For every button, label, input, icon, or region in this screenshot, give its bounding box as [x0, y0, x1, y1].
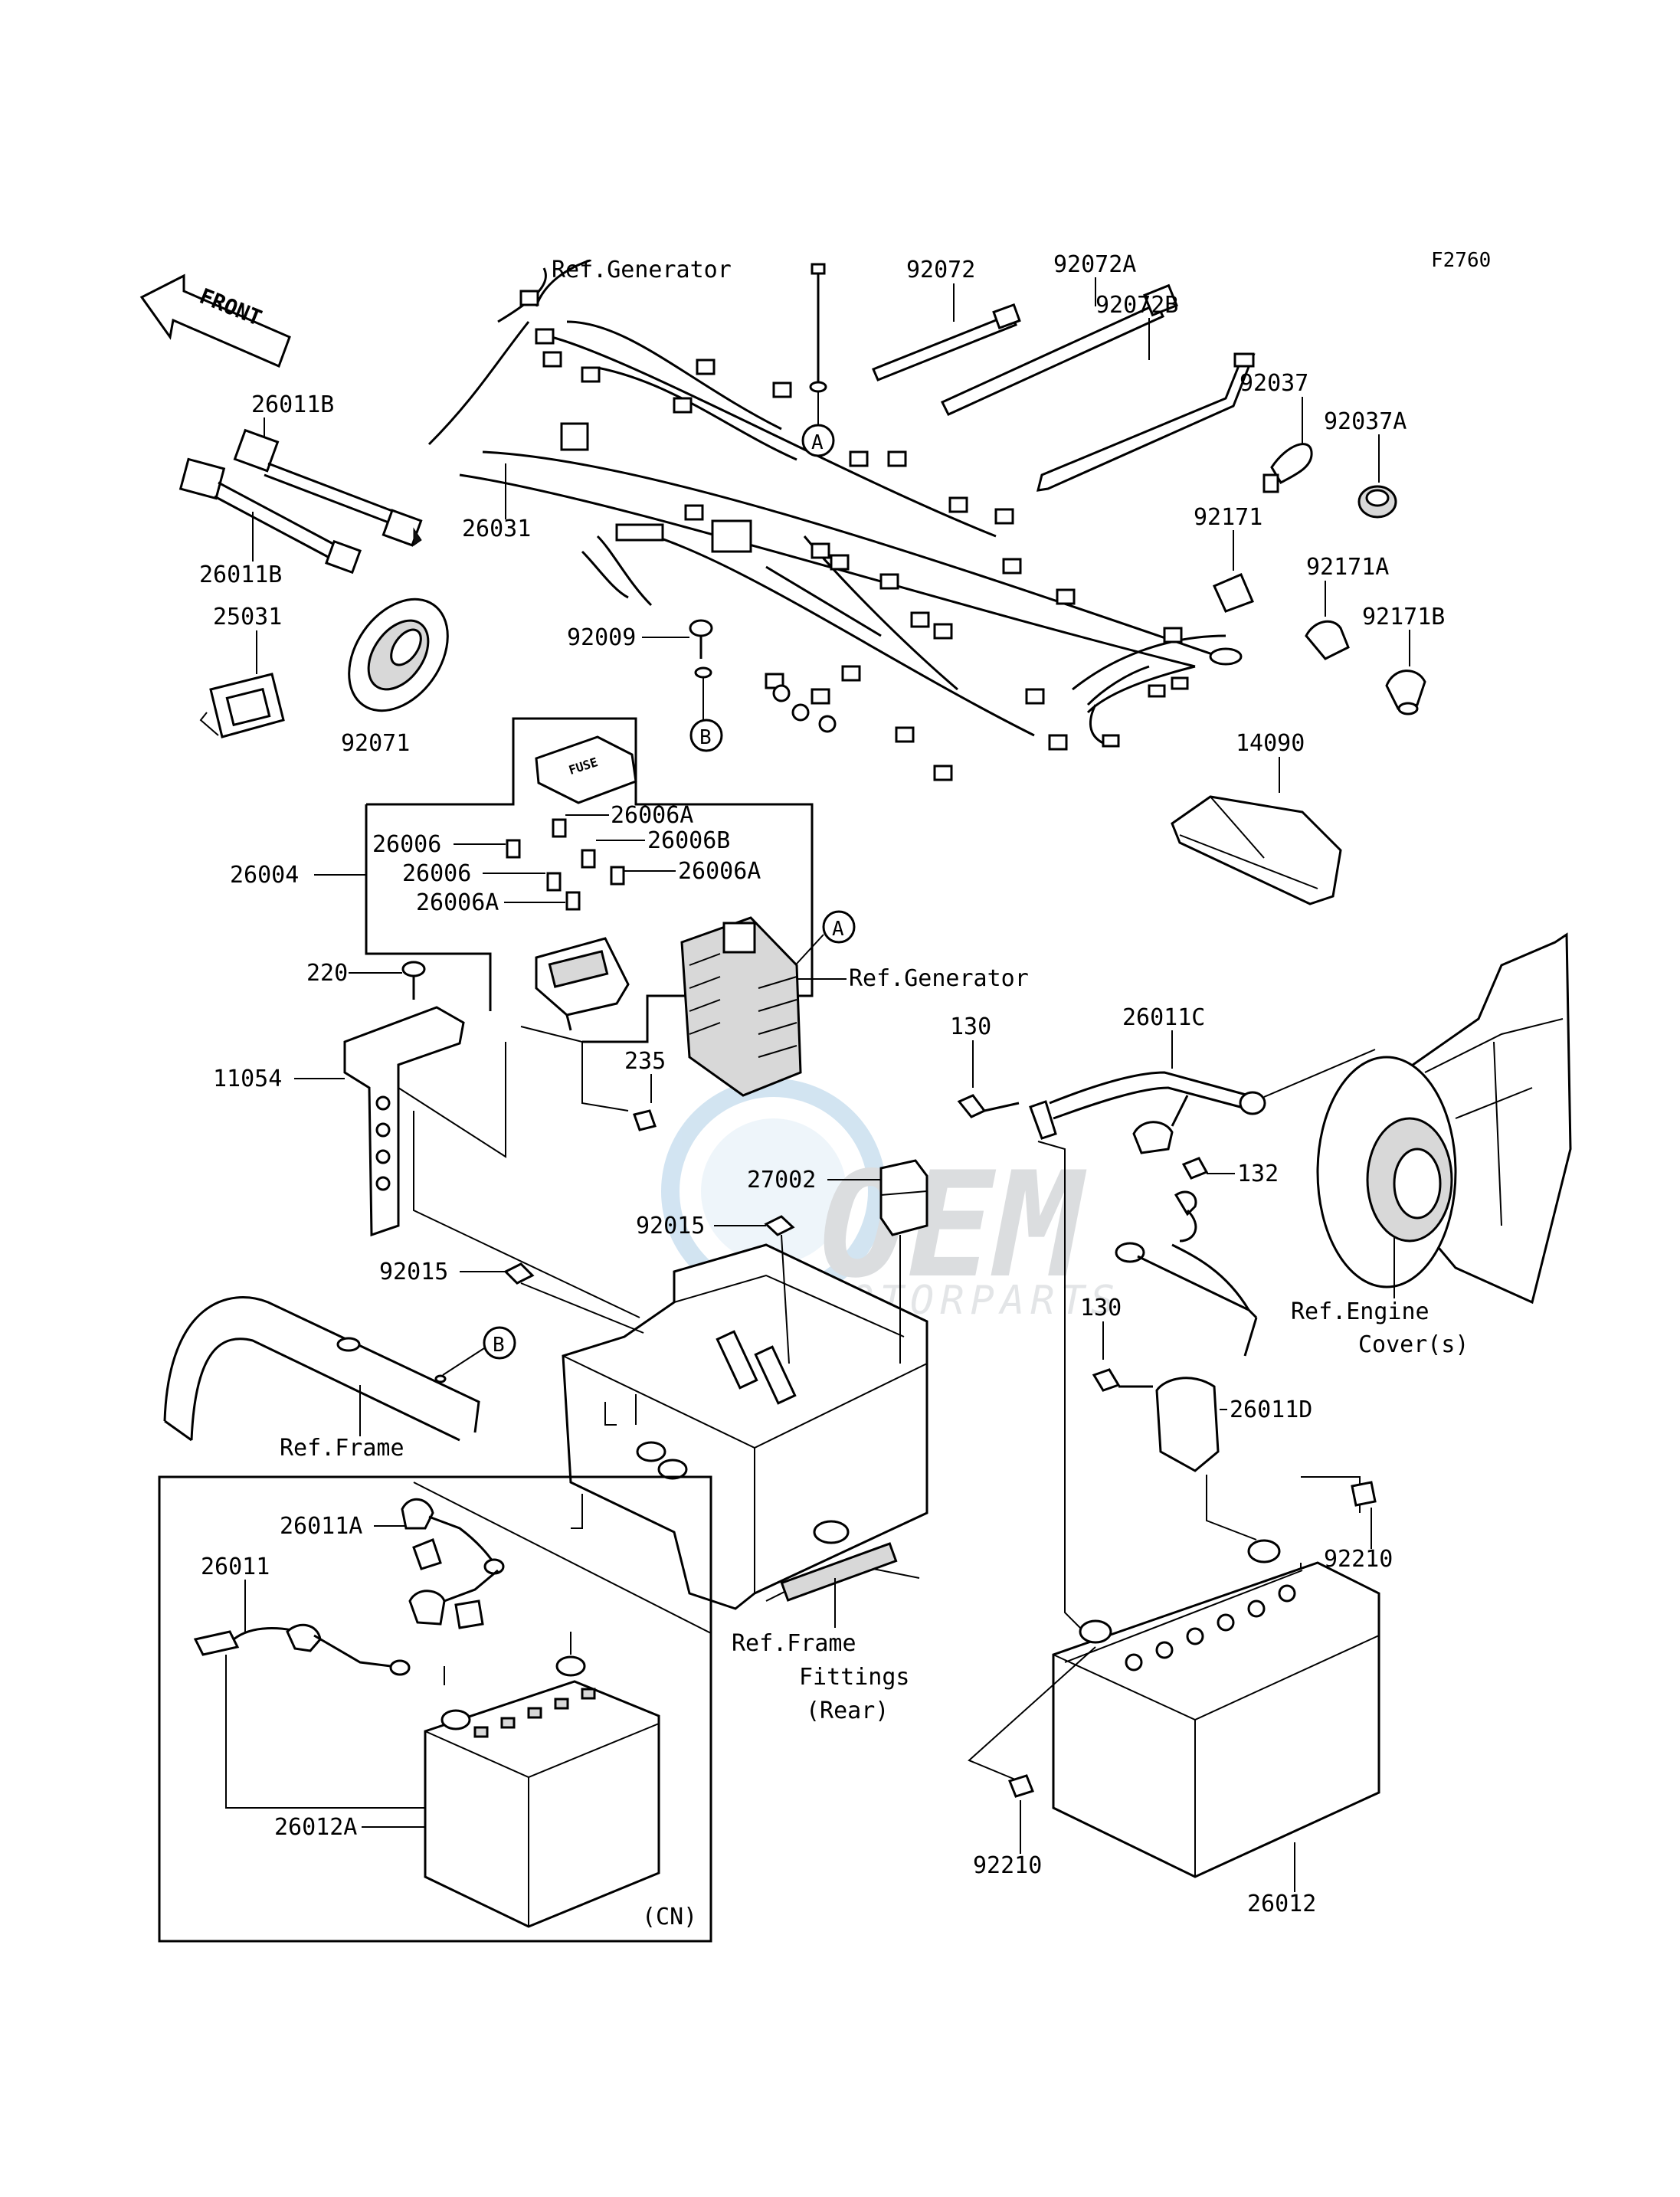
label-92171B: 92171B: [1362, 604, 1445, 630]
battery-26012: 26012: [1052, 1539, 1380, 1917]
label-92015-right: 92015: [636, 1213, 705, 1239]
label-ref-generator-top: Ref.Generator: [552, 257, 732, 283]
label-ref-engine-2: Cover(s): [1358, 1331, 1469, 1358]
callout-a-top: A: [801, 391, 835, 457]
regulator: A Ref.Generator: [680, 910, 1029, 1097]
label-92072B: 92072B: [1095, 292, 1178, 319]
lead-26011B-top: 26011B: [233, 391, 423, 547]
label-92171: 92171: [1194, 504, 1262, 531]
label-130-bottom: 130: [1080, 1295, 1122, 1321]
label-26012A: 26012A: [274, 1814, 357, 1841]
screw-92009: 92009 B: [567, 619, 723, 752]
cable-26011C: 130 26011C 132: [950, 1004, 1376, 1629]
label-ref-generator-mid: Ref.Generator: [849, 965, 1029, 992]
svg-text:B: B: [493, 1334, 505, 1357]
nut-92210-bottom: 92210: [968, 1646, 1096, 1879]
cable-26011D: 130 26011D: [1080, 1190, 1312, 1541]
label-ref-engine-1: Ref.Engine: [1291, 1298, 1429, 1325]
label-92009: 92009: [567, 624, 636, 651]
label-27002: 27002: [747, 1167, 816, 1193]
cable-tie-92072B: 92072B: [1036, 292, 1256, 492]
label-92015-left: 92015: [379, 1259, 448, 1285]
label-92210-bottom: 92210: [973, 1852, 1042, 1879]
label-ref-frame-fittings: Ref.Frame Fittings (Rear): [732, 1578, 910, 1724]
label-220: 220: [306, 960, 348, 987]
label-26006A-3: 26006A: [678, 858, 761, 885]
label-14090: 14090: [1236, 730, 1305, 757]
label-26011A: 26011A: [280, 1513, 362, 1540]
clamp-92171B: 92171B: [1362, 604, 1445, 715]
label-25031: 25031: [213, 604, 282, 630]
label-26012: 26012: [1247, 1891, 1316, 1917]
label-11054: 11054: [213, 1066, 282, 1092]
label-235: 235: [624, 1048, 666, 1075]
label-26011B-bottom: 26011B: [199, 562, 282, 588]
lead-26011B-bottom: 26011B: [178, 457, 362, 588]
label-92171A: 92171A: [1306, 554, 1389, 581]
block-27002: 27002: [747, 1159, 928, 1364]
label-26006A-2: 26006A: [416, 889, 499, 916]
main-harness-26031: [427, 259, 1243, 781]
clamp-92037A: 92037A: [1324, 408, 1407, 519]
battery-case: [562, 1243, 928, 1610]
clamp-92171: 92171: [1194, 504, 1262, 613]
screw-235: 235: [520, 1026, 666, 1131]
frame: B Ref.Frame: [163, 1296, 516, 1462]
watermark-brand: OEM: [820, 1141, 1087, 1310]
label-92072: 92072: [906, 257, 975, 283]
svg-text:A: A: [811, 431, 824, 454]
label-26004: 26004: [230, 862, 299, 889]
label-ref-frame: Ref.Frame: [280, 1435, 404, 1462]
cover-14090: 14090: [1171, 730, 1342, 905]
label-92072A: 92072A: [1053, 251, 1136, 278]
label-26006-1: 26006: [372, 831, 441, 858]
grommet-92071: 92071: [341, 598, 449, 757]
label-92210-right: 92210: [1324, 1546, 1393, 1573]
engine-cover: Ref.Engine Cover(s): [1291, 932, 1572, 1358]
bolt-icon: [809, 263, 827, 393]
label-92071: 92071: [341, 730, 410, 757]
cable-tie-92072: 92072: [872, 257, 1021, 381]
label-26011D: 26011D: [1230, 1396, 1312, 1423]
label-26006B: 26006B: [647, 827, 730, 854]
label-ref-frame-fit-3: (Rear): [806, 1698, 889, 1724]
label-ref-frame-fit-2: Fittings: [799, 1664, 910, 1691]
label-92037: 92037: [1240, 370, 1308, 397]
label-cn: (CN): [642, 1904, 697, 1930]
label-92037A: 92037A: [1324, 408, 1407, 435]
relay-25031: 25031: [199, 604, 285, 738]
label-26031: 26031: [462, 516, 531, 542]
label-26011: 26011: [201, 1554, 270, 1580]
svg-text:B: B: [699, 726, 712, 749]
clamp-92037: 92037: [1240, 370, 1313, 493]
clamp-92171A: 92171A: [1305, 554, 1389, 660]
fuse-box-group-26004: 26004 FUSE 26006A 26006 26006B 26006 260…: [230, 717, 814, 1043]
label-26006-2: 26006: [402, 860, 471, 887]
label-132: 132: [1237, 1161, 1279, 1187]
bracket-11054: 220 11054: [213, 960, 640, 1318]
front-arrow-icon: FRONT: [139, 273, 291, 368]
cn-variant-box: (CN) 26011A 26011: [158, 1475, 712, 1943]
label-ref-frame-fit-1: Ref.Frame: [732, 1630, 856, 1657]
nut-92015-left: 92015: [379, 1259, 644, 1334]
label-26011B-top: 26011B: [251, 391, 334, 418]
label-26006A-1: 26006A: [611, 802, 693, 829]
label-26011C: 26011C: [1122, 1004, 1205, 1031]
svg-text:A: A: [832, 918, 844, 941]
diagram-code: F2760: [1431, 249, 1491, 272]
nut-92015-right: 92015: [636, 1213, 795, 1364]
label-130-top: 130: [950, 1013, 991, 1040]
cable-tie-92072A: 92072A: [940, 251, 1178, 416]
